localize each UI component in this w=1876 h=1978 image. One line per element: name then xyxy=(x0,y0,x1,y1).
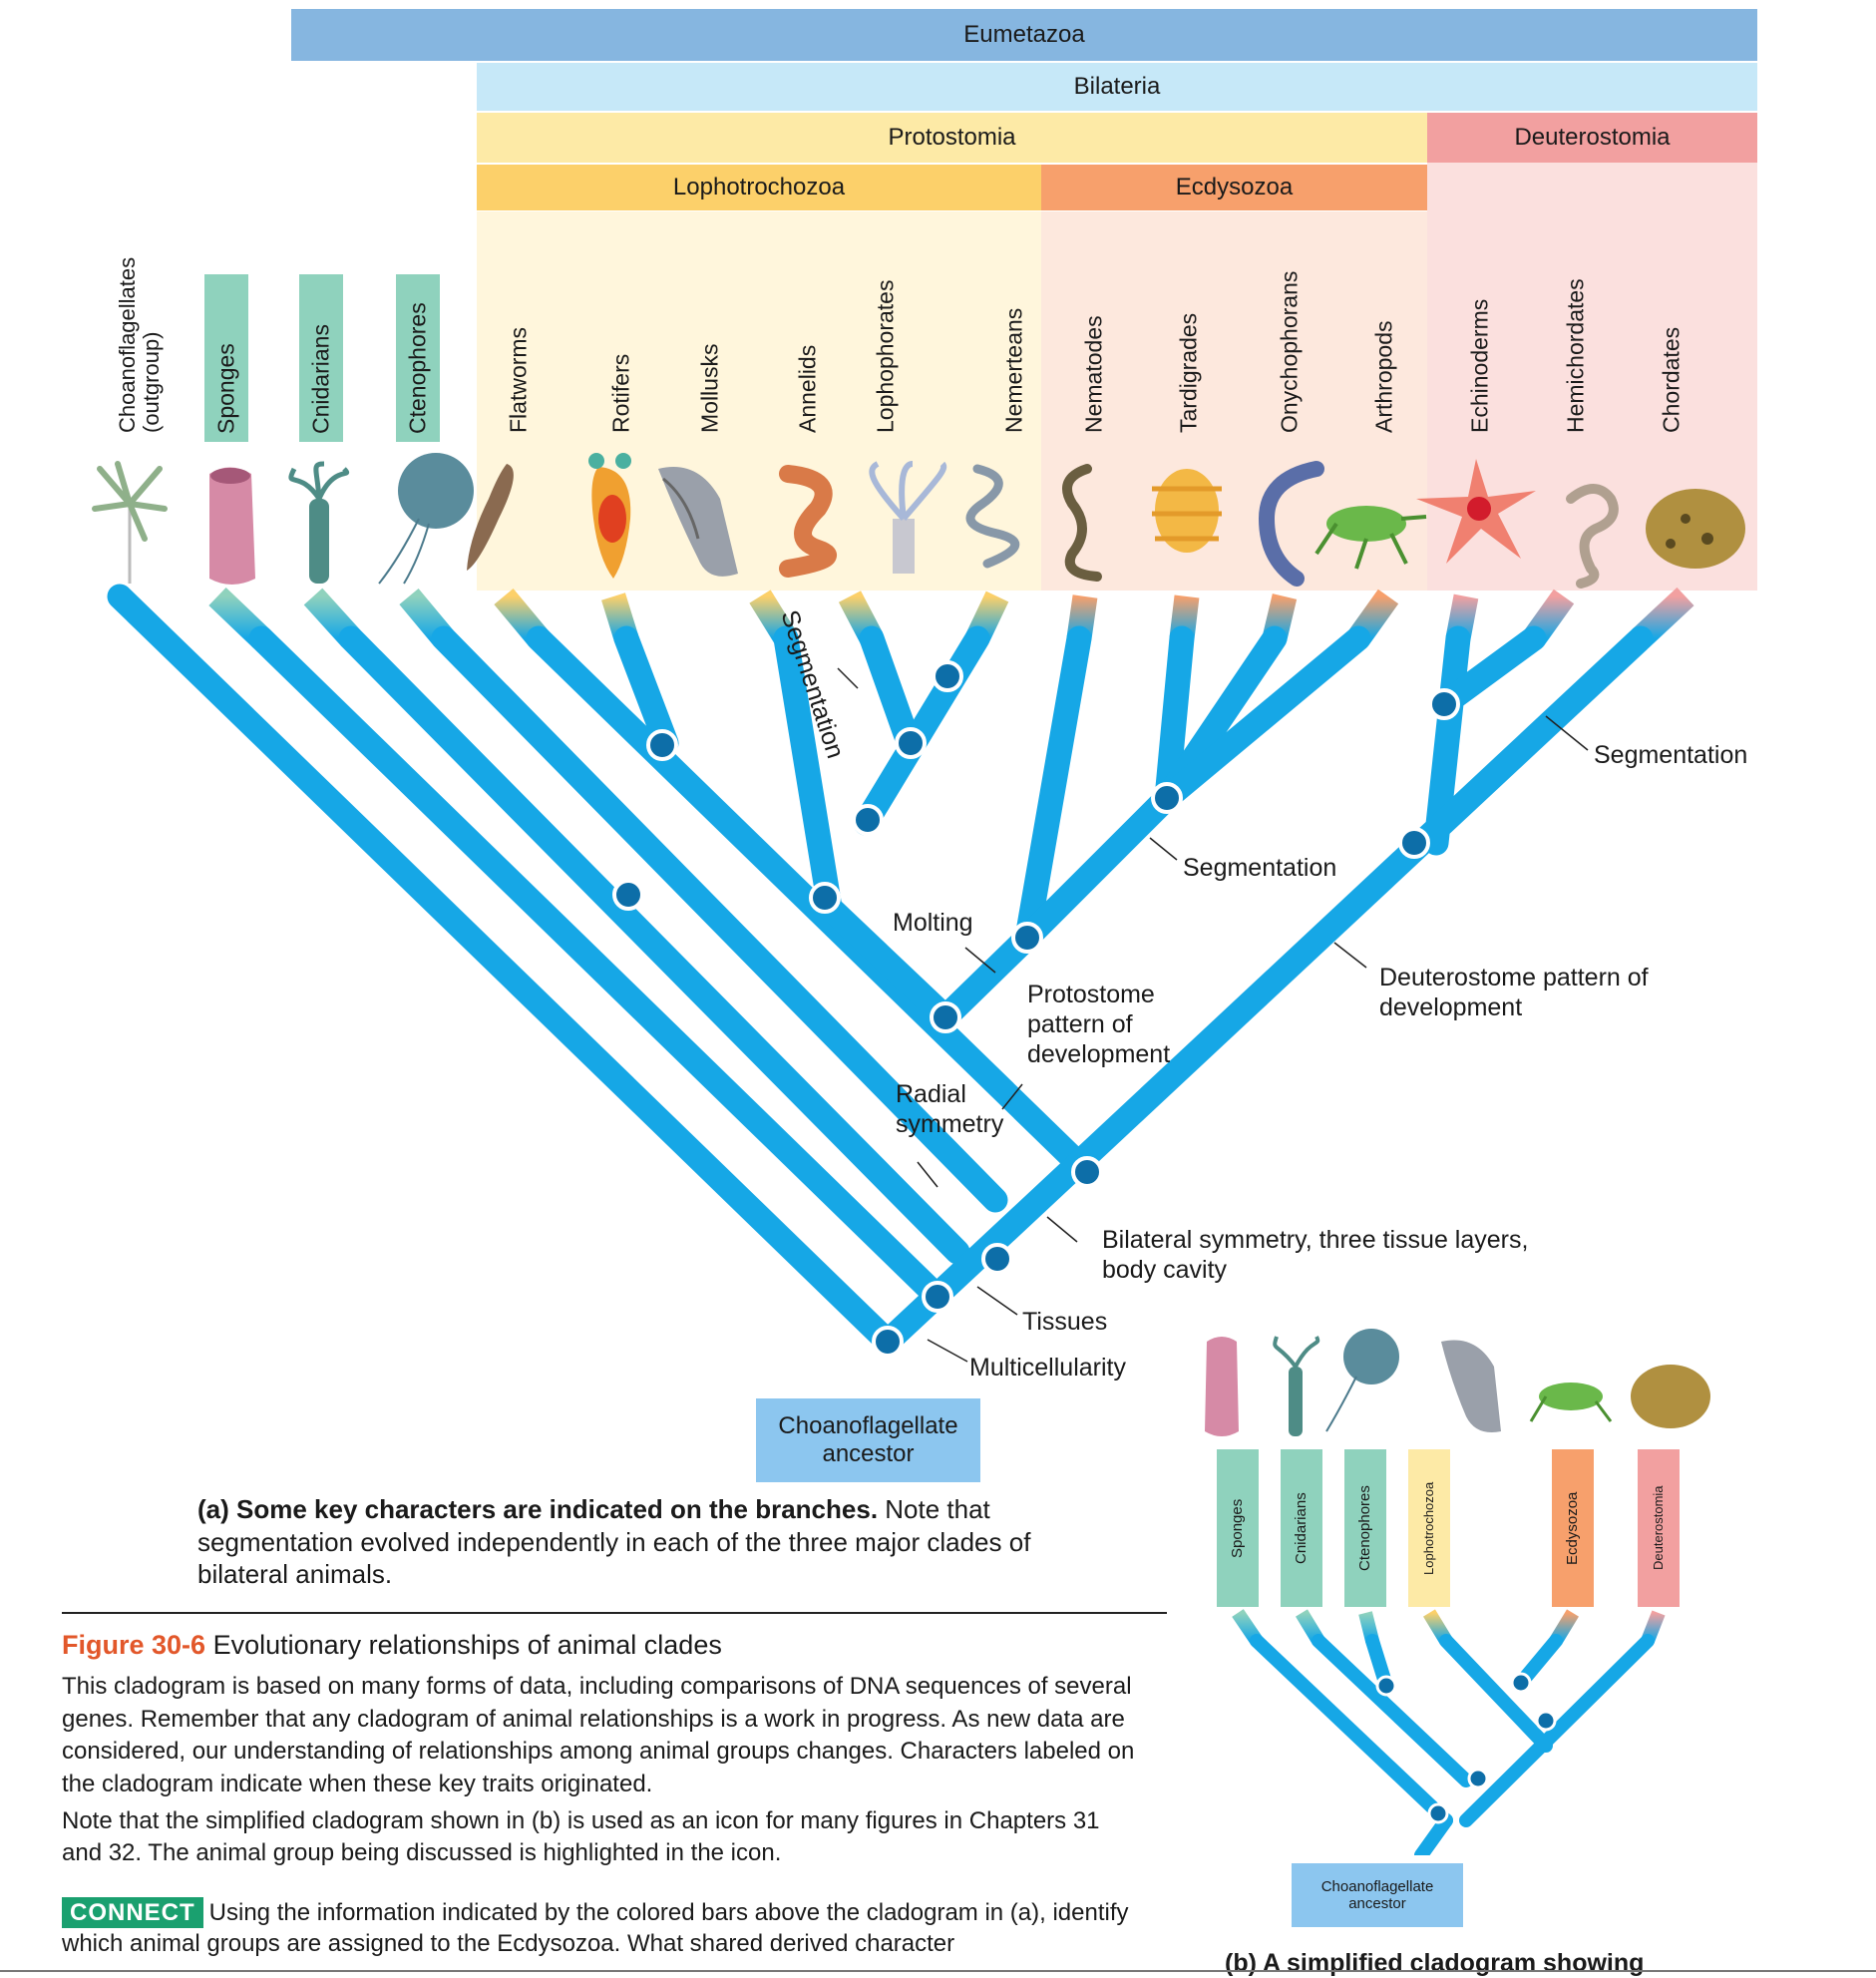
figure-title: Evolutionary relationships of animal cla… xyxy=(212,1630,722,1660)
caption-b: (b) A simplified cladogram showing xyxy=(1225,1949,1645,1977)
annelid-icon xyxy=(779,465,838,578)
character-molting: Molting xyxy=(893,909,973,937)
b-ancestor-label: Choanoflagellate ancestor xyxy=(1320,1878,1434,1912)
lophophorate-icon xyxy=(869,461,947,574)
lophotrochozoa-panel xyxy=(477,211,1041,591)
figure-body-1: This cladogram is based on many forms of… xyxy=(62,1673,1135,1797)
b-label-sponges: Sponges xyxy=(1228,1498,1246,1558)
eumetazoa-bar: Eumetazoa xyxy=(291,9,1757,61)
choanoflagellate-icon xyxy=(92,461,168,584)
b-label-ctenophores: Ctenophores xyxy=(1355,1485,1373,1571)
b-cnidarian-icon xyxy=(1273,1336,1320,1436)
character-segmentation-deuterostomia: Segmentation xyxy=(1594,741,1748,769)
page-bottom-rule xyxy=(0,1970,1876,1972)
b-sponge-icon xyxy=(1205,1337,1239,1436)
hemichordate-icon xyxy=(1566,484,1619,589)
ctenophore-icon xyxy=(378,453,474,585)
nematode-icon xyxy=(1062,464,1102,582)
character-radial-symmetry: Radial symmetry xyxy=(896,1080,1004,1138)
connect-text: Using the information indicated by the c… xyxy=(62,1899,1129,1958)
protostomia-bar: Protostomia xyxy=(477,113,1427,163)
nemertean-icon xyxy=(965,464,1020,569)
cladogram-b xyxy=(1205,1329,1710,1855)
caption-a: (a) Some key characters are indicated on… xyxy=(197,1493,1095,1591)
character-protostome-development: Protostome pattern of development xyxy=(1027,981,1171,1068)
cnidarian-icon xyxy=(288,461,350,584)
b-label-deuterostomia: Deuterostomia xyxy=(1650,1485,1666,1571)
bilateria-bar: Bilateria xyxy=(477,63,1757,111)
character-tissues: Tissues xyxy=(1022,1308,1108,1336)
tardigrade-icon xyxy=(1152,469,1222,553)
b-arthropod-icon xyxy=(1529,1383,1613,1422)
figure-body-2: Note that the simplified cladogram shown… xyxy=(62,1806,1100,1867)
flatworm-icon xyxy=(467,464,514,571)
character-deuterostome-development: Deuterostome pattern of development xyxy=(1379,964,1649,1021)
branch-nodes xyxy=(612,660,1460,1358)
ecdysozoa-bar: Ecdysozoa xyxy=(1041,165,1427,210)
caption-a-rest: Note that segmentation evolved independe… xyxy=(197,1494,1031,1589)
ancestor-label: Choanoflagellate ancestor xyxy=(778,1412,958,1467)
figure-number: Figure 30-6 xyxy=(62,1630,206,1660)
character-multicellularity: Multicellularity xyxy=(969,1354,1126,1382)
character-segmentation-ecdysozoa: Segmentation xyxy=(1183,854,1337,882)
deuterostomia-bar: Deuterostomia xyxy=(1427,113,1757,163)
figure-rule xyxy=(62,1612,1167,1614)
sponge-icon xyxy=(209,467,255,585)
echinoderm-icon xyxy=(1416,459,1536,564)
rotifer-icon xyxy=(588,453,631,579)
onychophoran-icon xyxy=(1258,461,1324,587)
mollusk-icon xyxy=(658,467,738,577)
b-ancestor-box: Choanoflagellate ancestor xyxy=(1292,1863,1463,1927)
figure-title-line: Figure 30-6 Evolutionary relationships o… xyxy=(62,1630,722,1661)
b-label-lophotrochozoa: Lophotrochozoa xyxy=(1420,1481,1436,1575)
choanoflagellate-ancestor-box: Choanoflagellate ancestor xyxy=(756,1398,980,1482)
connect-badge: CONNECT xyxy=(62,1897,203,1929)
b-ctenophore-icon xyxy=(1325,1329,1399,1432)
b-label-ecdysozoa: Ecdysozoa xyxy=(1563,1491,1581,1565)
lophotrochozoa-bar: Lophotrochozoa xyxy=(477,165,1041,210)
figure-body: This cladogram is based on many forms of… xyxy=(62,1671,1139,1874)
caption-a-bold: (a) Some key characters are indicated on… xyxy=(197,1494,879,1524)
b-mollusk-icon xyxy=(1441,1340,1501,1432)
b-frog-icon xyxy=(1631,1365,1710,1428)
b-label-cnidarians: Cnidarians xyxy=(1292,1492,1310,1564)
chordate-frog-icon xyxy=(1646,489,1745,569)
arthropod-icon xyxy=(1314,506,1427,570)
character-bilateral-symmetry: Bilateral symmetry, three tissue layers,… xyxy=(1102,1226,1529,1284)
